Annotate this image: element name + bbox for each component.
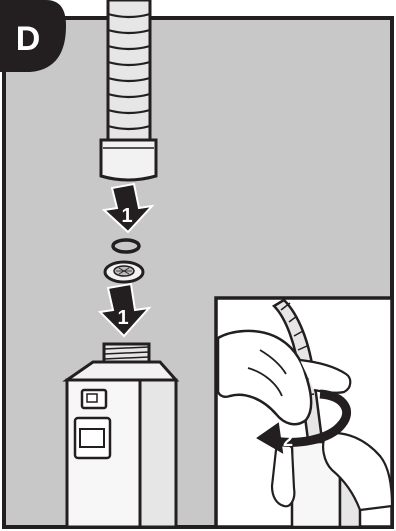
step-badge-label: D — [16, 20, 41, 58]
hand-icon — [216, 329, 313, 426]
step-number-2: 2 — [283, 430, 293, 450]
filter-screen-icon — [103, 260, 145, 284]
step-number-1b: 1 — [117, 307, 128, 329]
down-arrow-icon: 1 — [101, 182, 155, 234]
o-ring-icon — [111, 238, 141, 254]
step-badge: D — [0, 0, 66, 72]
step-number-1a: 1 — [121, 205, 132, 227]
faucet-body-icon — [62, 342, 180, 529]
down-arrow-icon: 1 — [97, 282, 152, 338]
hose-icon — [99, 0, 158, 182]
rotate-arrow-icon — [256, 389, 351, 454]
inset-panel: 2 — [214, 296, 394, 529]
